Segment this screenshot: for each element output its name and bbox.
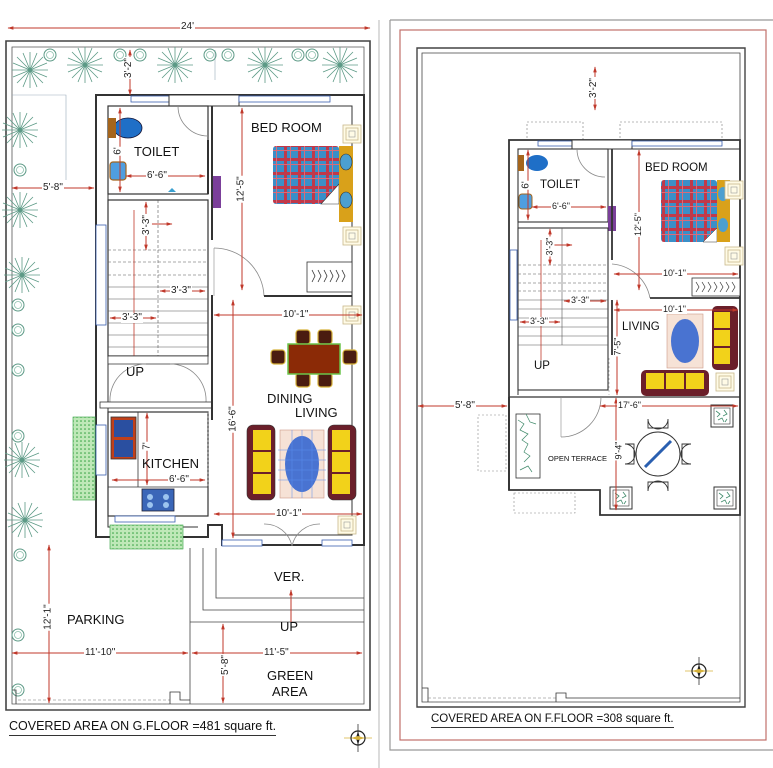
gf-kitchen-width-dim: 6'-6" [168,474,190,485]
ff-covered-area-caption: COVERED AREA ON F.FLOOR =308 square ft. [431,713,674,728]
gf-front-setback-dim: 3'-2" [122,57,134,79]
gf-side-setback-dim: 5'-8" [42,182,64,193]
living-sofa-set [246,424,357,501]
ff-open-terrace-label: OPEN TERRACE [548,454,608,463]
bed [273,146,339,204]
ff-front-setback-dim: 3'-2" [587,77,599,99]
gf-toilet-label: TOILET [134,144,180,159]
gf-verandah-label: VER. [274,569,305,584]
gf-stair-flight-right-dim: 3'-3" [170,285,192,296]
gf-green-depth-dim: 5'-8" [219,654,231,676]
gf-parking-label: PARKING [67,612,125,627]
gf-green-width-dim: 11'-5" [263,647,290,658]
ff-living-width-dim: 10'-1" [662,304,687,314]
gf-stair-flight-left-dim: 3'-3" [121,312,143,323]
gf-living-label: LIVING [295,405,338,420]
gf-kitchen-label: KITCHEN [142,456,200,471]
gf-covered-area-caption: COVERED AREA ON G.FLOOR =481 square ft. [9,719,277,736]
ground-floor-plan [1,26,372,752]
gf-kitchen-depth-dim: 7' [141,441,153,451]
gf-stair-landing-dim: 3'-3" [140,214,152,236]
overall-width-dim: 24' [180,21,196,32]
ff-stair-flight-left-dim: 3'-3" [529,316,549,326]
gf-green-area-label-2: AREA [272,684,308,699]
ff-bedroom-depth-dim: 12'-5" [632,212,643,237]
ff-stair-landing-dim: 3'-3" [544,236,555,257]
gf-bedroom-label: BED ROOM [251,120,322,135]
ff-living-depth-dim: 7'-5" [612,336,623,357]
ff-toilet-width-dim: 6'-6" [551,201,571,211]
gf-toilet-width-dim: 6'-6" [146,170,168,181]
first-floor-plan [389,19,773,751]
ff-terrace-width-dim: 17'-6" [617,400,642,410]
ff-toilet-depth-dim: 6' [520,180,532,190]
ff-bedroom-label: BED ROOM [645,162,708,174]
ff-terrace-depth-dim: 9'-4" [613,440,624,461]
gf-living-depth-dim: 16'-6" [227,405,239,433]
ff-living-label: LIVING [622,321,660,333]
terrace-table [624,418,692,492]
gf-toilet-depth-dim: 6' [112,146,124,156]
gf-parking-depth-dim: 12'-1" [42,603,54,631]
compass-rose-ground [344,724,372,752]
gf-parking-width-dim: 11'-10" [84,647,117,658]
ff-bedroom-width-dim: 10'-1" [662,268,687,278]
gf-stair-up-label: UP [126,364,145,379]
ff-side-setback-dim: 5'-8" [454,400,476,411]
gf-living-width-dim: 10'-1" [275,508,303,519]
gf-verandah-up-label: UP [280,619,299,634]
ff-stair-up-label: UP [534,360,550,372]
ff-toilet-label: TOILET [540,179,581,191]
gf-dining-label: DINING [267,391,313,406]
gf-bedroom-depth-dim: 12'-5" [235,175,247,203]
dining-table [270,329,358,388]
ff-stair-flight-right-dim: 3'-3" [570,295,590,305]
compass-rose-first [685,657,713,685]
gf-bedroom-width-dim: 10'-1" [282,309,310,320]
gf-green-area-label-1: GREEN [267,668,314,683]
